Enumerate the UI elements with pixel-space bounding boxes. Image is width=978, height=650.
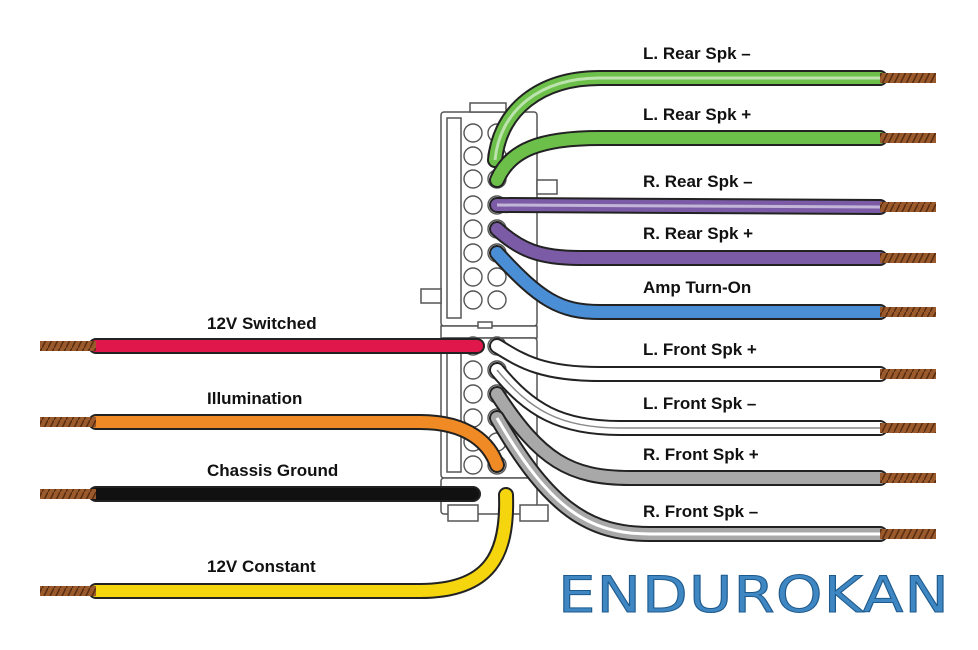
label-12v-switched: 12V Switched bbox=[207, 314, 317, 333]
wire-r-rear-spk-pos bbox=[489, 221, 936, 266]
wire-chassis-ground bbox=[40, 486, 481, 502]
label-l-rear-spk-neg: L. Rear Spk – bbox=[643, 44, 751, 63]
endurokan-watermark: ENDUROKAN bbox=[558, 566, 950, 625]
label-l-front-spk-pos: L. Front Spk + bbox=[643, 340, 757, 359]
label-12v-constant: 12V Constant bbox=[207, 557, 316, 576]
label-illumination: Illumination bbox=[207, 389, 302, 408]
watermark-text: ENDUROKAN bbox=[558, 566, 950, 624]
wire-l-rear-spk-neg bbox=[487, 70, 936, 168]
label-r-front-spk-neg: R. Front Spk – bbox=[643, 502, 758, 521]
wire-r-rear-spk-neg bbox=[489, 197, 936, 215]
wire-r-front-spk-pos bbox=[489, 386, 936, 486]
label-r-rear-spk-pos: R. Rear Spk + bbox=[643, 224, 753, 243]
wire-illumination bbox=[40, 414, 505, 473]
label-l-front-spk-neg: L. Front Spk – bbox=[643, 394, 756, 413]
label-r-rear-spk-neg: R. Rear Spk – bbox=[643, 172, 753, 191]
wire-l-rear-spk-pos bbox=[489, 130, 936, 188]
wire-l-front-spk-neg bbox=[489, 362, 936, 436]
wire-l-front-spk-pos bbox=[489, 338, 936, 382]
label-chassis-ground: Chassis Ground bbox=[207, 461, 338, 480]
wire-12v-constant bbox=[40, 487, 515, 599]
label-amp-turn-on: Amp Turn-On bbox=[643, 278, 751, 297]
wire-12v-switched bbox=[40, 338, 485, 354]
wire-r-front-spk-neg bbox=[489, 410, 936, 542]
label-l-rear-spk-pos: L. Rear Spk + bbox=[643, 105, 751, 124]
label-r-front-spk-pos: R. Front Spk + bbox=[643, 445, 759, 464]
wire-amp-turn-on bbox=[489, 245, 936, 320]
